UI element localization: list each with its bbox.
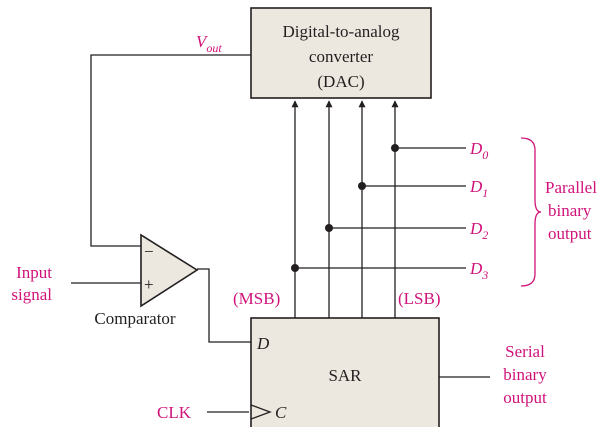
d3-label: D3 <box>469 259 488 282</box>
parallel-output-label-line1: Parallel <box>545 178 597 197</box>
d2-label: D2 <box>469 219 488 242</box>
parallel-output-brace <box>520 137 542 287</box>
junction-dot-d3 <box>291 264 299 272</box>
junction-dot-d1 <box>358 182 366 190</box>
clk-label: CLK <box>157 403 192 422</box>
input-signal-label-line1: Input <box>16 263 52 282</box>
input-signal-label-line2: signal <box>11 285 52 304</box>
parallel-output-label-line3: output <box>548 224 592 243</box>
serial-output-label-line3: output <box>503 388 547 407</box>
sar-label: SAR <box>328 366 362 385</box>
msb-label: (MSB) <box>233 289 280 308</box>
junction-dot-d0 <box>391 144 399 152</box>
sar-clock-triangle <box>250 404 272 420</box>
junction-dot-d2 <box>325 224 333 232</box>
sar-c-pin-label: C <box>275 403 287 422</box>
dac-label-line2: converter <box>309 47 374 66</box>
comparator-minus-sign: − <box>144 242 154 261</box>
sar-d-pin-label: D <box>256 334 270 353</box>
dac-label-line3: (DAC) <box>317 72 364 91</box>
d1-label: D1 <box>469 177 488 200</box>
parallel-output-label-line2: binary <box>548 201 592 220</box>
dac-block <box>250 7 432 99</box>
d0-label: D0 <box>469 139 488 162</box>
sar-block <box>250 317 440 427</box>
lsb-label: (LSB) <box>398 289 441 308</box>
comparator-output-wire <box>197 268 251 343</box>
vout-label: Vout <box>196 32 222 55</box>
comparator-label: Comparator <box>94 309 176 328</box>
comparator-plus-sign: + <box>144 275 154 294</box>
vout-feedback-wire <box>90 54 251 247</box>
comparator-symbol <box>140 233 199 308</box>
dac-label-line1: Digital-to-analog <box>282 22 400 41</box>
serial-output-label-line2: binary <box>503 365 547 384</box>
serial-output-label-line1: Serial <box>505 342 545 361</box>
